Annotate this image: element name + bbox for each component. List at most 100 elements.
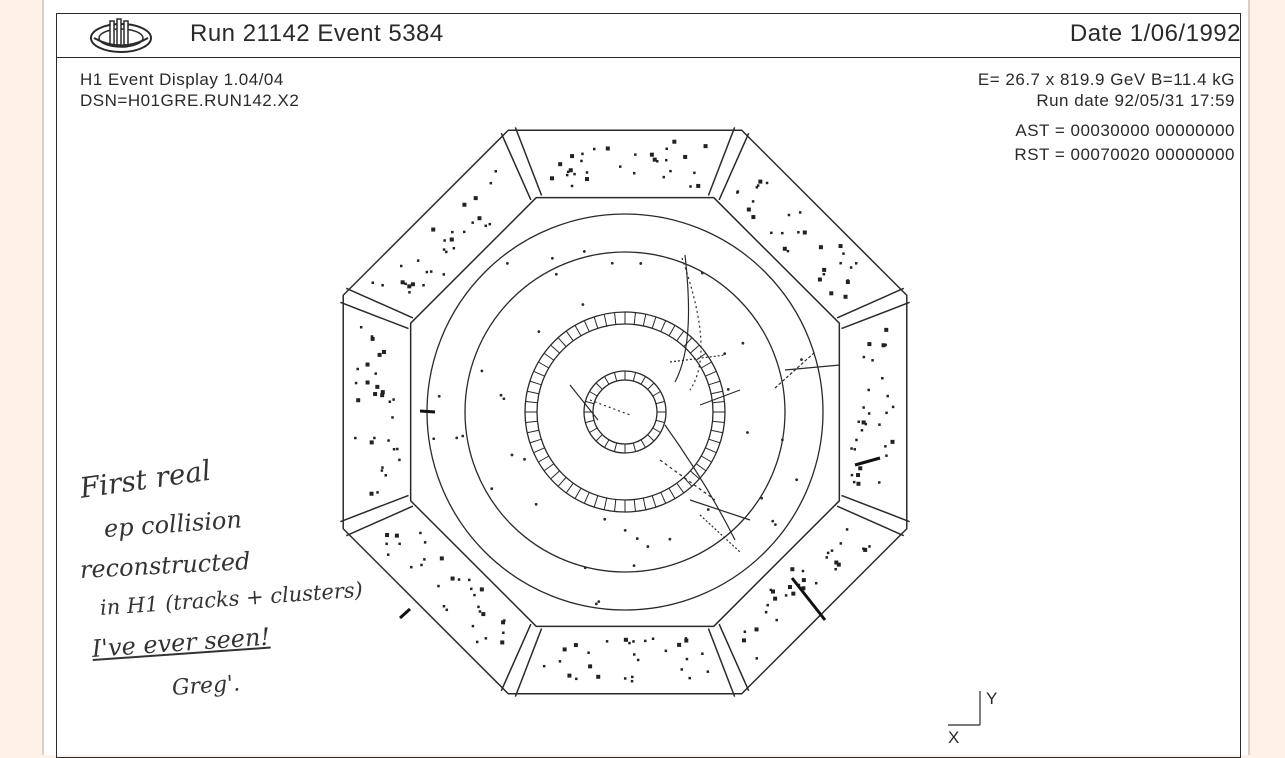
cell-hit xyxy=(385,542,388,546)
xy-axis-indicator xyxy=(948,691,981,726)
tracker-hit xyxy=(706,508,710,511)
cell-hit xyxy=(381,284,384,287)
cell-hit xyxy=(736,190,740,193)
cell-hit xyxy=(856,473,861,478)
cell-hit xyxy=(685,657,689,661)
cell-hit xyxy=(826,551,830,555)
chamber-cell-boundary xyxy=(708,380,721,386)
track-3 xyxy=(664,424,736,541)
track-11 xyxy=(569,384,599,421)
cell-hit xyxy=(802,230,807,235)
cell-hit xyxy=(791,591,796,596)
cell-hit xyxy=(373,392,378,397)
cell-hit xyxy=(631,675,634,679)
chamber-cell-boundary xyxy=(651,316,657,329)
cell-hit xyxy=(773,596,778,601)
run-date: Run date 92/05/31 17:59 xyxy=(1036,91,1235,110)
track-9 xyxy=(699,389,741,406)
cell-hit xyxy=(755,186,759,189)
chamber-cell-boundary xyxy=(557,477,567,487)
cell-hit xyxy=(703,144,708,149)
run-event-title: Run 21142 Event 5384 xyxy=(190,20,444,47)
cell-hit xyxy=(450,576,455,581)
chamber-cell-boundary xyxy=(550,470,560,480)
cell-hit xyxy=(477,216,482,221)
cell-hit xyxy=(374,372,377,375)
cell-hit xyxy=(550,176,555,181)
track-2 xyxy=(681,257,702,391)
tracker-hit xyxy=(800,358,803,361)
cell-hit xyxy=(451,230,454,234)
beam-pipe-segment xyxy=(647,434,655,442)
cell-hit xyxy=(651,637,655,641)
cell-hit xyxy=(369,491,374,496)
cell-hit xyxy=(566,170,570,174)
cell-hit xyxy=(790,567,795,572)
cell-hit xyxy=(632,171,636,175)
cell-hit xyxy=(801,569,805,573)
central-chamber-outer xyxy=(524,311,726,513)
tracker-hit xyxy=(746,431,749,434)
tracker-hit xyxy=(582,250,586,253)
cell-hit xyxy=(384,474,388,477)
cell-hit xyxy=(558,660,562,663)
beam-pipe-segment xyxy=(604,439,610,448)
module-separator xyxy=(345,505,414,537)
cell-hit xyxy=(380,469,384,472)
cell-hit xyxy=(592,147,596,151)
module-separator xyxy=(514,628,543,697)
cell-hit xyxy=(836,562,841,567)
ast-trigger: AST = 00030000 00000000 xyxy=(1015,121,1235,140)
chamber-cell-boundary xyxy=(527,429,540,434)
cell-hit xyxy=(489,181,493,185)
beam-pipe-segment xyxy=(613,372,618,382)
cell-hit xyxy=(410,565,413,569)
cell-hit xyxy=(801,586,806,591)
module-separator xyxy=(345,287,414,319)
cell-hit xyxy=(634,153,637,156)
cell-hit xyxy=(665,147,668,151)
cell-hit xyxy=(473,593,476,597)
cell-hit xyxy=(743,630,747,633)
beam-pipe-segment xyxy=(640,439,646,448)
cell-hit xyxy=(399,264,403,268)
cell-hit xyxy=(502,631,505,635)
cell-hit xyxy=(570,184,574,188)
chamber-cell-boundary xyxy=(710,429,723,434)
cell-hit xyxy=(392,398,395,401)
cell-hit xyxy=(817,277,822,282)
cell-hit xyxy=(849,266,853,269)
central-chamber-inner xyxy=(536,323,714,501)
cell-hit xyxy=(470,587,473,591)
cell-hit xyxy=(381,350,386,355)
track-4 xyxy=(659,459,716,501)
cell-hit xyxy=(396,447,399,451)
cell-hit xyxy=(834,560,839,565)
cell-hit xyxy=(356,398,361,403)
calorimeter-cells xyxy=(354,139,895,683)
outer-tracker-circle xyxy=(426,213,824,611)
cell-hit xyxy=(765,181,769,185)
cell-hit xyxy=(484,224,488,228)
x-axis-label: X xyxy=(948,728,960,747)
tracker-hit xyxy=(437,394,441,398)
cell-hit xyxy=(375,384,380,389)
chamber-cell-boundary xyxy=(710,390,723,395)
cell-hit xyxy=(867,342,872,347)
cell-hit xyxy=(680,668,684,671)
cell-hit xyxy=(822,272,826,276)
chamber-cell-boundary xyxy=(651,495,657,508)
tracker-hit xyxy=(502,397,506,401)
chamber-cell-boundary xyxy=(633,499,636,512)
cell-hit xyxy=(410,282,415,287)
cell-hit xyxy=(585,171,589,174)
cell-hit xyxy=(442,605,446,608)
cell-hit xyxy=(478,610,482,613)
cell-hit xyxy=(501,620,506,625)
cell-hit xyxy=(394,533,399,538)
cell-hit xyxy=(630,679,634,683)
cell-hit xyxy=(473,196,478,201)
chamber-cell-boundary xyxy=(529,380,542,386)
cell-hit xyxy=(746,207,751,212)
cell-hit xyxy=(758,179,763,184)
